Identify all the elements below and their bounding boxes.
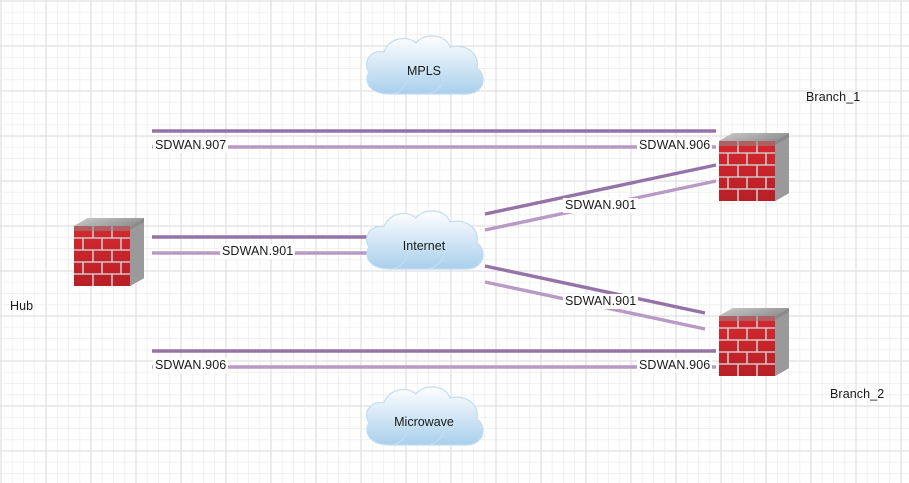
edge-label-hub-branch2-microwave-right: SDWAN.906 [637,358,713,373]
device-label-hub: Hub [10,299,34,313]
link-hub-branch1-mpls[interactable] [152,129,716,149]
edge-label-hub-branch1-mpls-right: SDWAN.906 [637,138,713,153]
cloud-label-internet: Internet [402,239,446,253]
edge-label-hub-internet: SDWAN.901 [220,244,296,259]
edge-label-hub-branch1-mpls: SDWAN.907 [153,138,229,153]
link-segment[interactable] [484,163,717,216]
cloud-label-mpls: MPLS [406,64,442,78]
link-hub-branch2-microwave[interactable] [152,349,716,369]
edge-label-internet-branch2: SDWAN.901 [563,294,639,309]
device-branch_2-firewall-icon[interactable] [718,307,790,377]
edge-label-hub-branch2-microwave: SDWAN.906 [153,358,229,373]
device-branch_1-firewall-icon[interactable] [718,132,790,202]
cloud-label-microwave: Microwave [394,415,454,429]
device-hub-firewall-icon[interactable] [73,217,145,287]
device-label-branch_2: Branch_2 [830,387,885,401]
edge-label-internet-branch1: SDWAN.901 [563,198,639,213]
device-label-branch_1: Branch_1 [806,90,861,104]
link-segment[interactable] [484,264,706,315]
